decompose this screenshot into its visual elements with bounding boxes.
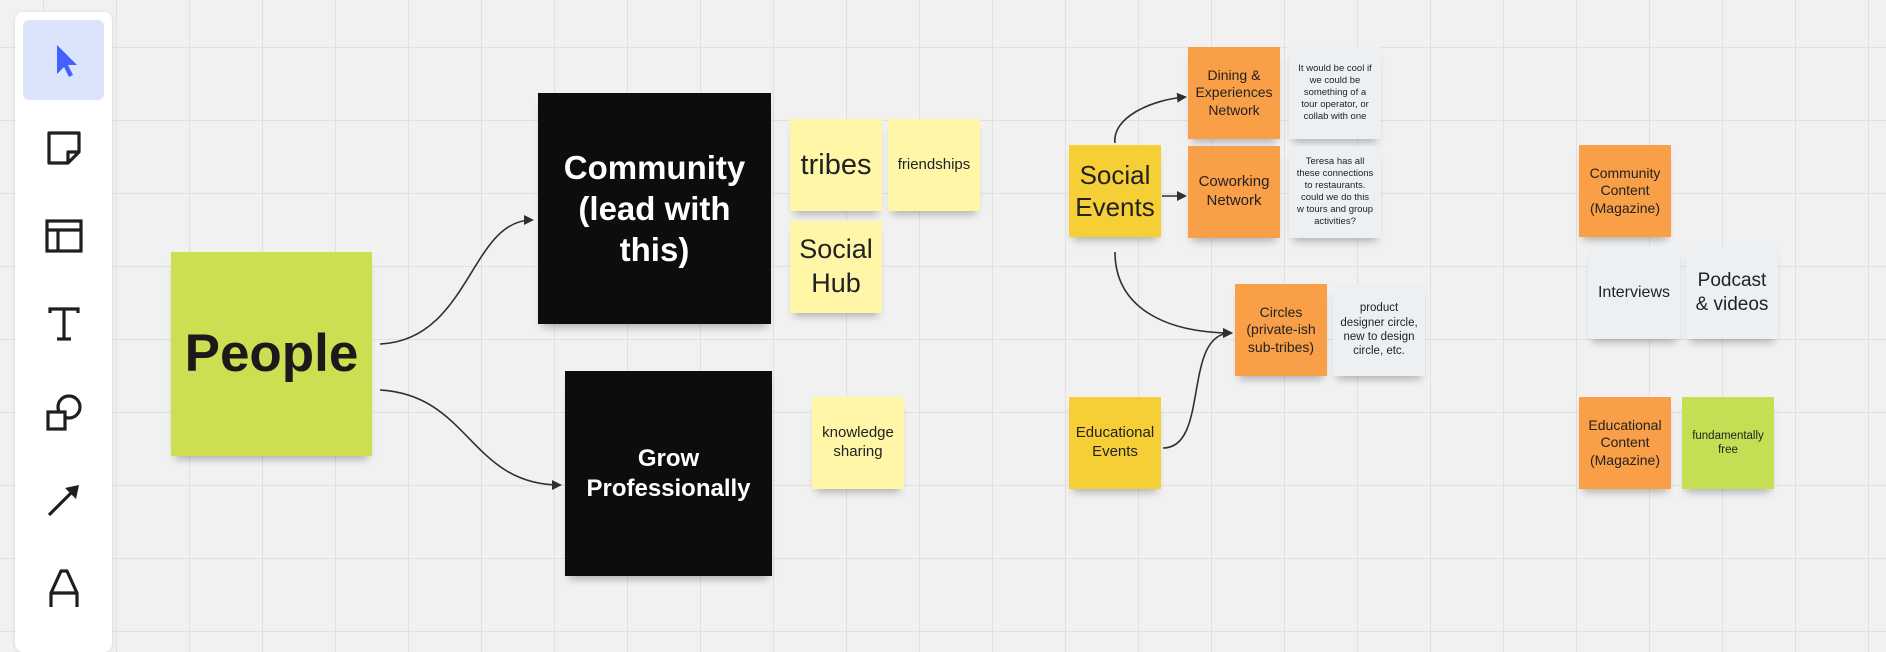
sticky-note-people[interactable]: People bbox=[171, 252, 372, 456]
sticky-note-tool-button[interactable] bbox=[23, 108, 104, 188]
sticky-note-coworking-network[interactable]: Coworking Network bbox=[1188, 146, 1280, 238]
sticky-note-social-hub[interactable]: Social Hub bbox=[790, 221, 882, 313]
sticky-note-icon bbox=[46, 131, 81, 165]
shapes-icon bbox=[45, 394, 82, 431]
left-toolbar bbox=[15, 12, 112, 652]
sticky-note-educational-events[interactable]: Educational Events bbox=[1069, 397, 1161, 489]
sticky-note-friendships[interactable]: friendships bbox=[888, 119, 980, 211]
connector-educational-events-to-circles[interactable] bbox=[1162, 328, 1233, 449]
connector-people-to-grow-professionally[interactable] bbox=[379, 389, 562, 490]
note-text: Coworking Network bbox=[1198, 173, 1270, 209]
sticky-note-teresa-comment[interactable]: Teresa has all these connections to rest… bbox=[1289, 146, 1381, 238]
sticky-note-tour-operator-comment[interactable]: It would be cool if we could be somethin… bbox=[1289, 47, 1381, 139]
note-text: Circles (private-ish sub-tribes) bbox=[1246, 303, 1316, 355]
note-text: Interviews bbox=[1597, 284, 1671, 301]
pen-icon bbox=[48, 569, 79, 607]
shapes-tool-button[interactable] bbox=[23, 372, 104, 452]
note-text: Podcast & videos bbox=[1695, 270, 1769, 315]
sticky-note-community[interactable]: Community (lead with this) bbox=[538, 93, 771, 324]
note-text: Community Content (Magazine) bbox=[1589, 164, 1661, 216]
sticky-note-educational-content[interactable]: Educational Content (Magazine) bbox=[1579, 397, 1671, 489]
note-text: Social Events bbox=[1075, 159, 1155, 223]
sticky-note-fundamentally-free[interactable]: fundamentally free bbox=[1682, 397, 1774, 489]
sticky-note-podcast-videos[interactable]: Podcast & videos bbox=[1686, 247, 1778, 339]
sticky-note-tribes[interactable]: tribes bbox=[790, 119, 882, 211]
connection-line-tool-button[interactable] bbox=[23, 460, 104, 540]
note-text: Community (lead with this) bbox=[563, 148, 746, 269]
note-text: Dining & Experiences Network bbox=[1195, 66, 1273, 118]
note-text: tribes bbox=[800, 148, 872, 181]
sticky-note-circles-examples[interactable]: product designer circle, new to design c… bbox=[1333, 284, 1425, 376]
sticky-note-dining-network[interactable]: Dining & Experiences Network bbox=[1188, 47, 1280, 139]
note-text: friendships bbox=[897, 155, 971, 173]
note-text: product designer circle, new to design c… bbox=[1340, 302, 1418, 358]
note-text: Educational Events bbox=[1075, 424, 1155, 460]
sticky-note-knowledge-sharing[interactable]: knowledge sharing bbox=[812, 397, 904, 489]
text-tool-button[interactable] bbox=[23, 284, 104, 364]
sticky-note-grow-professionally[interactable]: Grow Professionally bbox=[565, 371, 772, 576]
connector-social-events-to-dining[interactable] bbox=[1114, 92, 1187, 144]
note-text: Educational Content (Magazine) bbox=[1588, 416, 1662, 468]
text-t-icon bbox=[47, 307, 80, 341]
note-text: Grow Professionally bbox=[586, 444, 751, 502]
connector-social-events-to-circles[interactable] bbox=[1114, 251, 1233, 338]
cursor-arrow-icon bbox=[56, 45, 77, 77]
connector-people-to-community[interactable] bbox=[379, 215, 534, 345]
sticky-note-community-content[interactable]: Community Content (Magazine) bbox=[1579, 145, 1671, 237]
note-text: Social Hub bbox=[799, 234, 873, 298]
note-text: People bbox=[184, 323, 359, 383]
select-tool-button[interactable] bbox=[23, 20, 104, 100]
template-layout-icon bbox=[44, 219, 83, 253]
sticky-note-interviews[interactable]: Interviews bbox=[1588, 247, 1680, 339]
template-tool-button[interactable] bbox=[23, 196, 104, 276]
sticky-note-social-events[interactable]: Social Events bbox=[1069, 145, 1161, 237]
note-text: fundamentally free bbox=[1692, 429, 1764, 456]
note-text: It would be cool if we could be somethin… bbox=[1298, 63, 1372, 122]
note-text: Teresa has all these connections to rest… bbox=[1296, 156, 1374, 227]
pen-tool-button[interactable] bbox=[23, 548, 104, 628]
sticky-note-circles[interactable]: Circles (private-ish sub-tribes) bbox=[1235, 284, 1327, 376]
note-text: knowledge sharing bbox=[822, 424, 894, 460]
arrow-line-icon bbox=[47, 485, 79, 517]
